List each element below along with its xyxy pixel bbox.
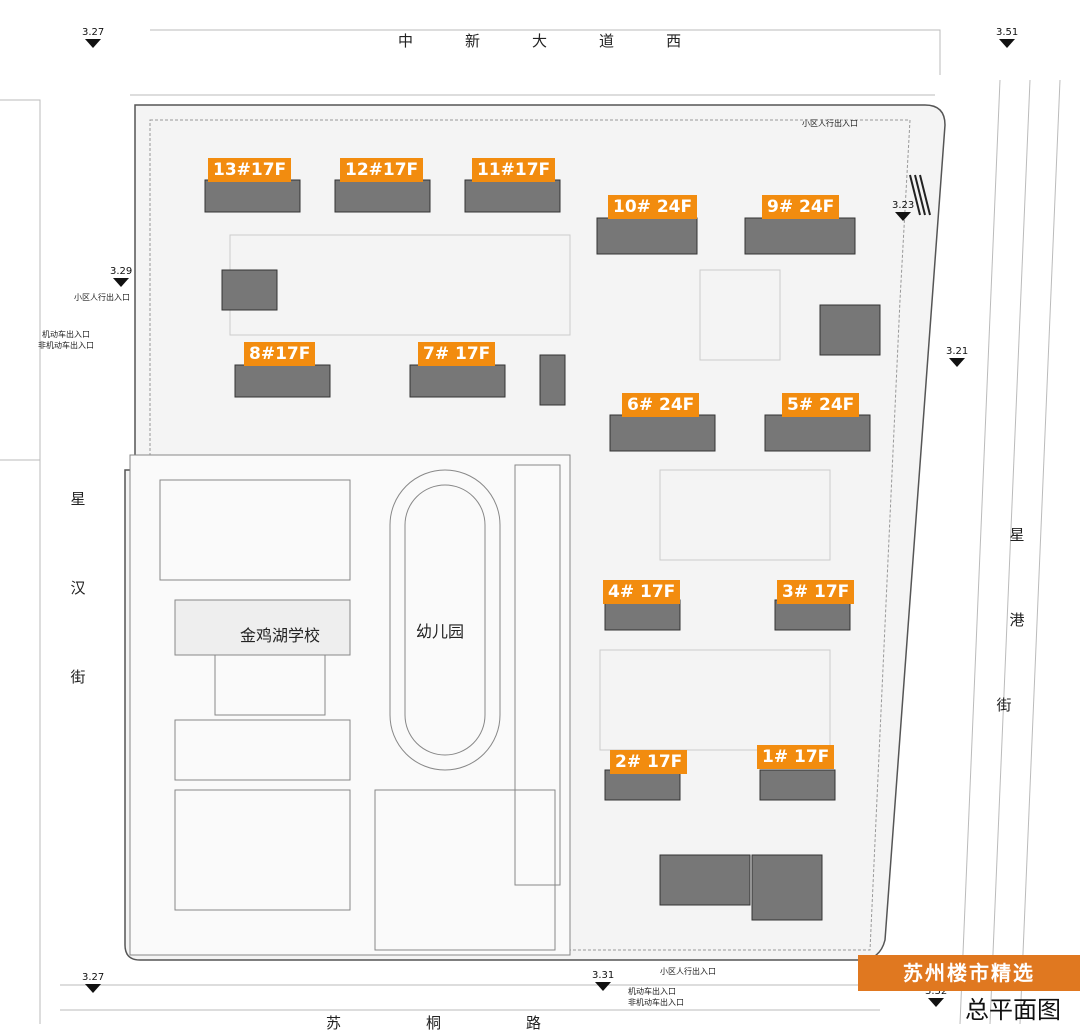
watermark-banner: 苏州楼市精选: [858, 955, 1080, 991]
school-area: [129, 454, 571, 956]
building-footprints: [204, 179, 881, 921]
elevation-marker: 3.31: [592, 970, 615, 991]
building-label-2: 2# 17F: [610, 750, 688, 774]
building-label-11: 11#17F: [472, 158, 556, 182]
elevation-marker: 3.29: [110, 266, 133, 287]
plan-title: 总平面图: [965, 996, 1061, 1024]
west-road-name: 星 汉 街: [70, 490, 86, 686]
building-label-8: 8#17F: [244, 342, 316, 366]
entrance-label: 小区人行出入口: [802, 119, 858, 128]
school-label: 金鸡湖学校: [240, 626, 321, 645]
entrance-label: 非机动车出入口: [628, 998, 684, 1007]
building-label-7: 7# 17F: [418, 342, 496, 366]
building-label-13: 13#17F: [208, 158, 292, 182]
building-label-9: 9# 24F: [762, 195, 840, 219]
road-lines: [0, 29, 1061, 1024]
entrance-label: 小区人行出入口: [660, 967, 716, 976]
elevation-marker: 3.23: [892, 200, 915, 221]
building-label-10: 10# 24F: [608, 195, 698, 219]
elevation-marker: 3.32: [925, 986, 948, 1007]
elevation-marker: 3.21: [946, 346, 969, 367]
kindergarten-label: 幼儿园: [416, 622, 465, 641]
building-label-6: 6# 24F: [622, 393, 700, 417]
entrance-label: 机动车出入口: [628, 987, 676, 996]
building-label-3: 3# 17F: [777, 580, 855, 604]
elevation-marker: 3.51: [996, 27, 1019, 48]
entrance-label: 非机动车出入口: [38, 341, 94, 350]
south-road-name: 苏桐路: [326, 1014, 542, 1032]
building-label-1: 1# 17F: [757, 745, 835, 769]
entrance-label: 机动车出入口: [42, 330, 90, 339]
elevation-marker: 3.27: [82, 972, 105, 993]
building-label-5: 5# 24F: [782, 393, 860, 417]
east-road-name: 星 港 街: [996, 526, 1025, 714]
elevation-marker: 3.27: [82, 27, 105, 48]
entrance-label: 小区人行出入口: [74, 293, 130, 302]
north-road-name: 中新大道西: [398, 32, 682, 50]
building-label-4: 4# 17F: [603, 580, 681, 604]
building-label-12: 12#17F: [340, 158, 424, 182]
